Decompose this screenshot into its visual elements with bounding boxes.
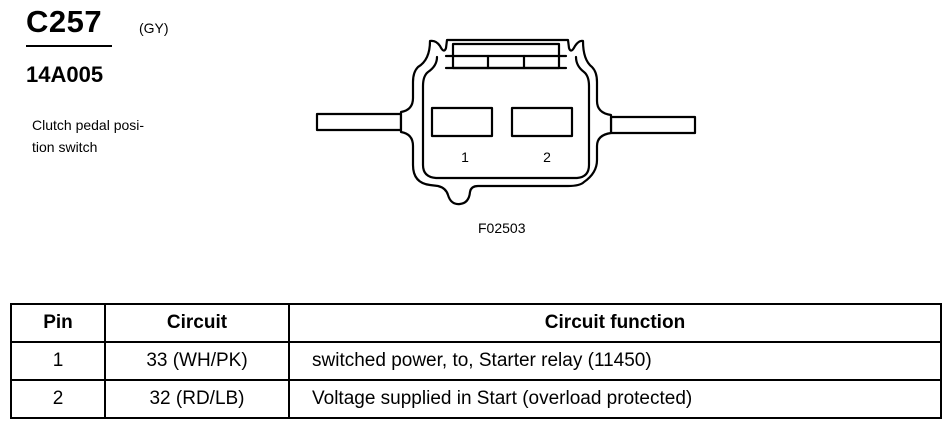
- connector-housing-outline: [399, 38, 613, 206]
- connector-face-diagram: 1 2: [315, 38, 697, 206]
- cell-pin: 2: [10, 379, 106, 419]
- figure-id: F02503: [478, 220, 526, 236]
- pinout-table: Pin Circuit Circuit function 1 33 (WH/PK…: [10, 303, 942, 419]
- connector-description: Clutch pedal posi- tion switch: [32, 114, 192, 158]
- right-wire-lead: [609, 115, 697, 135]
- terminal-cavity-1: [430, 106, 494, 138]
- cell-circuit-function: switched power, to, Starter relay (11450…: [288, 341, 942, 381]
- table-header-row: Pin Circuit Circuit function: [10, 303, 942, 343]
- cell-circuit-function: Voltage supplied in Start (overload prot…: [288, 379, 942, 419]
- header-circuit-function: Circuit function: [288, 303, 942, 343]
- connector-color: (GY): [139, 20, 169, 36]
- header-circuit: Circuit: [104, 303, 290, 343]
- pin-label-1: 1: [461, 149, 469, 165]
- cell-circuit: 33 (WH/PK): [104, 341, 290, 381]
- pin-label-2: 2: [543, 149, 551, 165]
- connector-id-underline: [26, 45, 112, 47]
- connector-inner-outline: [421, 55, 591, 180]
- table-row: 2 32 (RD/LB) Voltage supplied in Start (…: [10, 379, 942, 419]
- part-number: 14A005: [26, 62, 104, 87]
- table-row: 1 33 (WH/PK) switched power, to, Starter…: [10, 341, 942, 381]
- locking-latch: [444, 42, 568, 70]
- cell-circuit: 32 (RD/LB): [104, 379, 290, 419]
- left-wire-lead: [315, 112, 403, 132]
- description-line-1: Clutch pedal posi-: [32, 117, 145, 133]
- description-line-2: tion switch: [32, 139, 98, 155]
- cell-pin: 1: [10, 341, 106, 381]
- terminal-cavity-2: [510, 106, 574, 138]
- header-pin: Pin: [10, 303, 106, 343]
- connector-id: C257: [26, 4, 103, 39]
